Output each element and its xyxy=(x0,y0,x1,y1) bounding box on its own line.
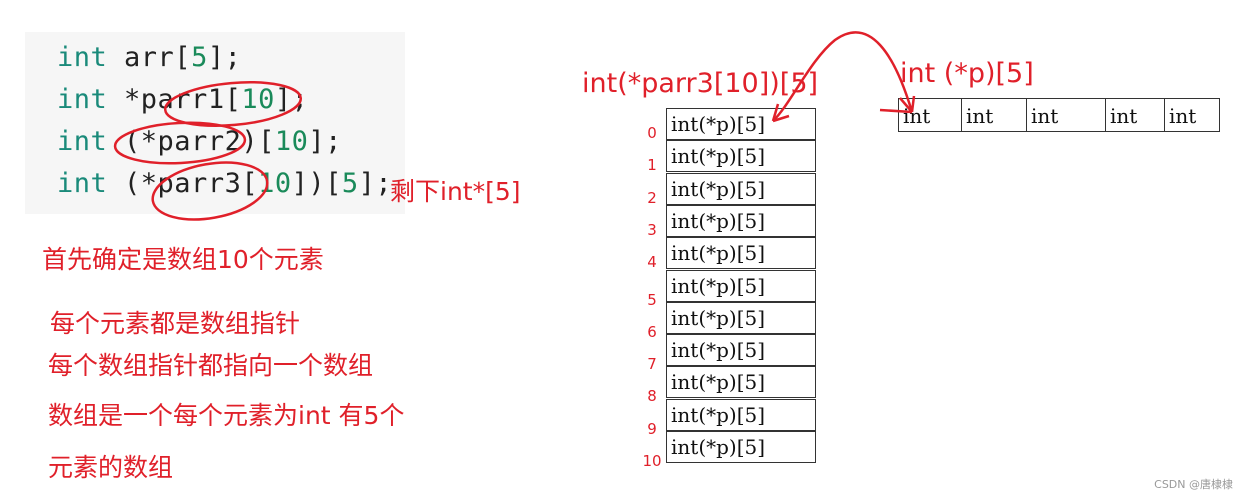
code-text: ]; xyxy=(358,168,393,199)
code-text: ]; xyxy=(207,42,242,73)
pointer-array-cell: int(*p)[5] xyxy=(666,366,816,399)
pointer-array-cell: int(*p)[5] xyxy=(666,140,816,173)
pointer-array-index: 8 xyxy=(647,387,657,406)
pointer-array-index: 6 xyxy=(647,322,657,341)
pointer-array-cell: int(*p)[5] xyxy=(666,172,816,205)
keyword: int xyxy=(57,168,108,199)
pointer-array-cell: int(*p)[5] xyxy=(666,334,816,367)
pointer-array-title: int(*parr3[10])[5] xyxy=(582,68,819,99)
keyword: int xyxy=(57,84,108,115)
code-text: *parr1[ xyxy=(107,84,242,115)
code-number: 10 xyxy=(258,168,292,199)
pointer-array-cell: int(*p)[5] xyxy=(666,237,816,270)
code-text: arr[ xyxy=(107,42,192,73)
keyword: int xyxy=(57,126,108,157)
pointer-array-cell: int(*p)[5] xyxy=(666,204,816,237)
pointer-array-index: 5 xyxy=(647,290,657,309)
pointer-array-cell: int(*p)[5] xyxy=(666,108,816,140)
code-text: ]; xyxy=(274,84,309,115)
note-element-array: 元素的数组 xyxy=(48,453,174,482)
pointer-array-index: 2 xyxy=(647,188,657,207)
watermark: CSDN @唐棣棣 xyxy=(1154,478,1233,491)
code-line-parr1: int *parr1[10]; xyxy=(57,84,308,115)
int-array-cell: int xyxy=(1164,98,1220,132)
pointer-array-cell: int(*p)[5] xyxy=(666,269,816,302)
code-text: (*parr3[ xyxy=(107,168,259,199)
remaining-type-note: 剩下int*[5] xyxy=(390,177,521,206)
note-int-five: 数组是一个每个元素为int 有5个 xyxy=(48,401,405,430)
pointer-array-index: 7 xyxy=(647,355,657,374)
note-array-pointers: 每个元素都是数组指针 xyxy=(50,309,301,338)
int-array-cell: int xyxy=(898,98,962,132)
code-line-arr: int arr[5]; xyxy=(57,42,241,73)
int-array-cell: int xyxy=(1105,98,1165,132)
int-array-cell: int xyxy=(1026,98,1106,132)
int-array-cell: int xyxy=(961,98,1027,132)
code-line-parr2: int (*parr2)[10]; xyxy=(57,126,342,157)
pointer-array-index: 3 xyxy=(647,220,657,239)
pointer-array-cell: int(*p)[5] xyxy=(666,301,816,334)
keyword: int xyxy=(57,42,108,73)
note-ten-elements: 首先确定是数组10个元素 xyxy=(42,245,324,274)
code-number: 10 xyxy=(274,126,309,157)
code-text: ])[ xyxy=(291,168,342,199)
pointer-array-cell: int(*p)[5] xyxy=(666,431,816,463)
pointer-array-cell: int(*p)[5] xyxy=(666,398,816,431)
note-points-to-array: 每个数组指针都指向一个数组 xyxy=(48,351,374,380)
pointer-array-index: 9 xyxy=(647,419,657,438)
pointer-array-index: 1 xyxy=(647,156,657,175)
code-text: ]; xyxy=(308,126,342,157)
code-number: 5 xyxy=(341,168,359,199)
int-array-title: int (*p)[5] xyxy=(900,58,1034,89)
pointer-array-index: 4 xyxy=(647,253,657,272)
code-text: (*parr2)[ xyxy=(107,126,275,157)
code-number: 5 xyxy=(191,42,208,73)
pointer-array-index: 10 xyxy=(642,452,662,470)
code-number: 10 xyxy=(241,84,275,115)
code-line-parr3: int (*parr3[10])[5]; xyxy=(57,168,392,199)
pointer-array-index: 0 xyxy=(647,124,657,142)
